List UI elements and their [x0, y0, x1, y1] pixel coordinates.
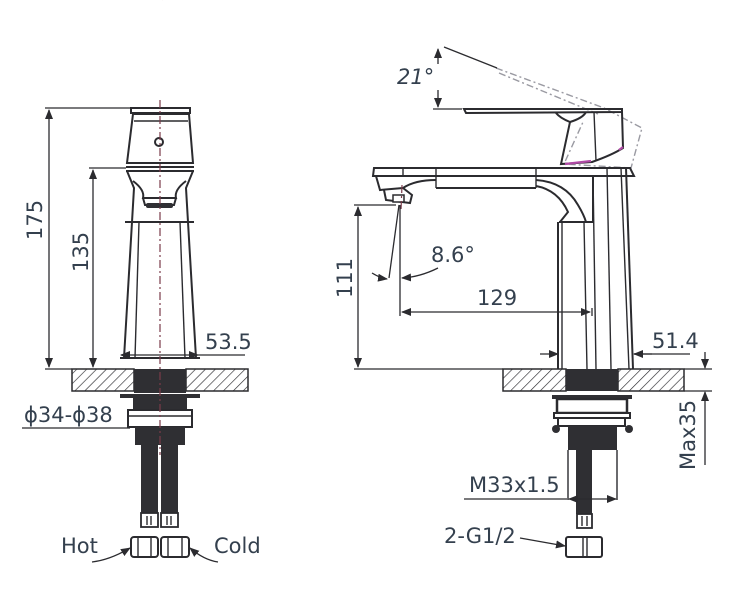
deck-left [502, 368, 567, 392]
dim-inlet-connection: 2-G1/2 [444, 524, 516, 548]
dim-total-height: 175 [23, 200, 47, 240]
side-view: 21° 8.6° 111 129 51.4 Max35 M33x1.5 2-G1… [333, 46, 712, 558]
front-view: 175 135 53.5 ϕ34-ϕ38 Hot Cold [22, 100, 261, 563]
dim-max-deck-thickness: Max35 [676, 400, 700, 470]
side-body [371, 167, 636, 370]
threaded-shank [568, 426, 617, 450]
fitting-cold [160, 536, 190, 558]
dim-spout-angle: 8.6° [431, 243, 475, 267]
deck-right [185, 368, 249, 392]
hose-cold [161, 445, 178, 513]
inlet-fitting [565, 536, 603, 558]
dim-spout-reach: 129 [477, 286, 517, 310]
shank [566, 369, 618, 391]
hose [576, 450, 592, 514]
dim-thread: M33x1.5 [469, 473, 560, 497]
label-hot: Hot [61, 534, 98, 558]
fitting-hot [130, 536, 159, 558]
deck-right [617, 368, 685, 392]
dim-base-width: 53.5 [205, 330, 252, 354]
deck-left [71, 368, 135, 392]
side-handle [462, 108, 625, 166]
front-handle [125, 107, 195, 172]
label-cold: Cold [214, 534, 261, 558]
dim-spout-height: 135 [69, 232, 93, 272]
front-body [120, 170, 200, 359]
dim-base-depth: 51.4 [652, 329, 699, 353]
dim-hole-diameter: ϕ34-ϕ38 [24, 403, 113, 427]
indicator-dot-icon [154, 137, 164, 147]
dim-spout-clearance: 111 [333, 258, 357, 298]
dim-lever-angle: 21° [397, 65, 434, 89]
mounting-plate [555, 397, 629, 415]
hose-hot [141, 445, 158, 513]
raised-handle-ghost [495, 67, 643, 169]
